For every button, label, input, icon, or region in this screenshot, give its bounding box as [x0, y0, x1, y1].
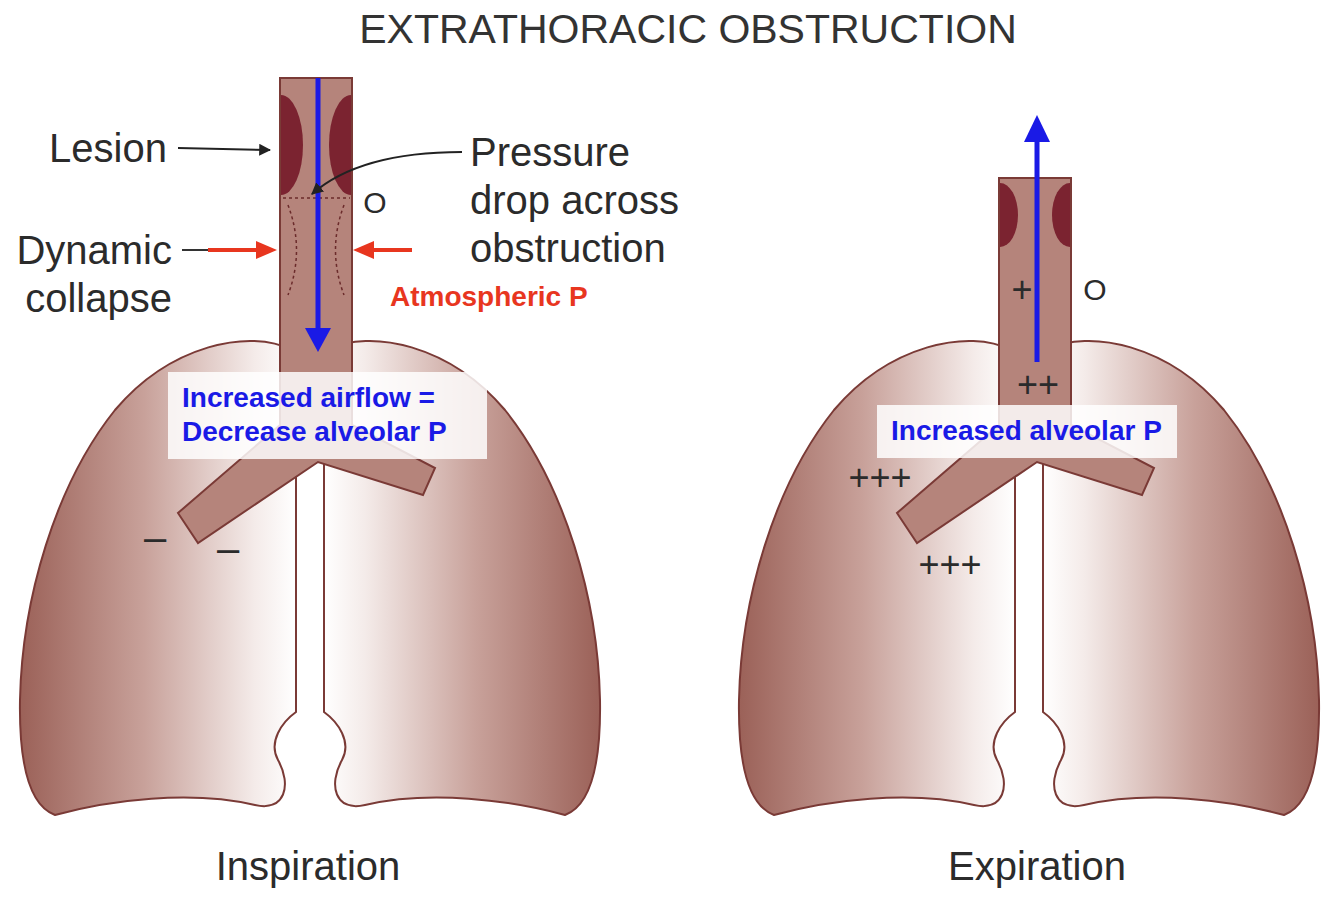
annotation-box: Increased alveolar P [877, 405, 1177, 458]
annotation-box: Increased airflow = Decrease alveolar P [168, 372, 487, 459]
positive-pressure-sign: +++ [848, 460, 911, 496]
phase-label: Inspiration [216, 842, 401, 890]
airflow-arrow [1035, 140, 1040, 362]
lesion-label: Lesion [49, 124, 167, 172]
airflow-arrowhead [1024, 115, 1050, 142]
zero-pressure-sign: O [1083, 272, 1106, 308]
annotation-text: Increased airflow = Decrease alveolar P [182, 381, 472, 449]
collapse-outline [336, 205, 345, 295]
zero-pressure-sign: O [363, 185, 386, 221]
positive-pressure-sign: + [1011, 272, 1032, 308]
expiration-figure [739, 115, 1319, 815]
phase-label: Expiration [948, 842, 1126, 890]
trachea-bronchi [897, 178, 1154, 543]
pressure-arrowhead [256, 241, 277, 259]
positive-pressure-sign: +++ [918, 547, 981, 583]
pressure-drop-label: Pressure drop across obstruction [470, 128, 710, 272]
diagram-title: EXTRATHORACIC OBSTRUCTION [359, 5, 1017, 54]
collapse-outline [288, 205, 297, 295]
pressure-arrow [208, 248, 258, 252]
pressure-arrow [372, 248, 412, 252]
airflow-arrow [316, 78, 321, 330]
leader-line [182, 249, 208, 251]
pressure-arrowhead [353, 241, 374, 259]
positive-pressure-sign: ++ [1017, 367, 1059, 403]
negative-pressure-sign: – [144, 517, 166, 557]
lesion [281, 95, 303, 195]
dynamic-collapse-label: Dynamic collapse [2, 226, 172, 322]
leader-line [178, 148, 270, 150]
lesion [1052, 183, 1070, 247]
lesion [1000, 183, 1018, 247]
annotation-text: Increased alveolar P [891, 414, 1163, 448]
negative-pressure-sign: – [217, 528, 239, 568]
atmospheric-pressure-label: Atmospheric P [390, 280, 588, 314]
leader-line [312, 152, 462, 194]
airflow-arrowhead [305, 328, 331, 352]
